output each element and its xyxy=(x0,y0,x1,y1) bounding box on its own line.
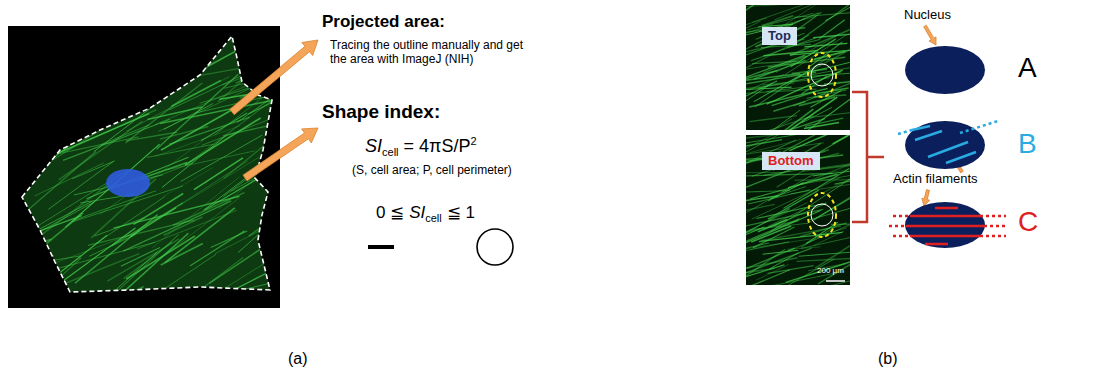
nucleus-ellipse xyxy=(905,202,985,248)
case-letter: A xyxy=(1018,52,1037,84)
view-label-box: Bottom xyxy=(762,152,820,170)
pointer-arrows xyxy=(230,25,964,206)
formula: SIcell = 4πS/P2 xyxy=(365,136,477,157)
note: Tracing the outline manually and get the… xyxy=(330,38,540,66)
nucleus-marker xyxy=(808,193,836,237)
bracket xyxy=(852,92,884,222)
actin-fibres xyxy=(746,135,850,285)
formula-part: SI xyxy=(365,136,382,156)
cell-body xyxy=(22,36,272,292)
panel-label: (a) xyxy=(288,350,308,368)
callout-label: Actin filaments xyxy=(893,172,978,187)
callout-label: Nucleus xyxy=(904,8,951,23)
heading: Shape index: xyxy=(322,101,440,123)
actin-lines-b xyxy=(898,121,998,163)
view-label: Bottom xyxy=(768,153,814,168)
actin-fibres xyxy=(0,0,334,339)
heading: Projected area: xyxy=(322,12,445,32)
panel-label: (b) xyxy=(878,350,898,368)
micrograph-ground xyxy=(8,26,280,308)
case-letter: C xyxy=(1018,206,1038,238)
actin-fibres xyxy=(746,5,850,130)
case-letter: B xyxy=(1018,128,1037,160)
range-formula: 0 ≦ SIcell ≦ 1 xyxy=(376,202,475,223)
formula-part: SI xyxy=(409,203,425,222)
formula-part: 0 ≦ xyxy=(376,203,404,222)
line-shape-symbol xyxy=(368,245,394,249)
nucleus-marker xyxy=(811,204,833,226)
micrograph-bottom xyxy=(746,135,850,285)
formula-part: cell xyxy=(382,146,399,158)
formula-part: ≦ 1 xyxy=(447,203,475,222)
actin-lines-c xyxy=(889,208,1008,244)
scale-label: 200 μm xyxy=(817,266,844,275)
circle-shape-symbol xyxy=(477,229,513,265)
formula-part: cell xyxy=(425,212,442,224)
note: (S, cell area; P, cell perimeter) xyxy=(352,163,512,177)
nucleus-marker xyxy=(808,53,836,97)
cell-outline xyxy=(22,36,272,292)
nucleus-ellipse xyxy=(905,46,985,94)
cell-nucleus xyxy=(106,169,150,197)
nucleus-marker xyxy=(811,64,833,86)
formula-part: 2 xyxy=(471,135,477,147)
scale-bar xyxy=(826,280,845,282)
view-label: Top xyxy=(768,28,791,43)
formula-part: = 4πS/P xyxy=(404,136,471,156)
view-label-box: Top xyxy=(762,27,797,45)
